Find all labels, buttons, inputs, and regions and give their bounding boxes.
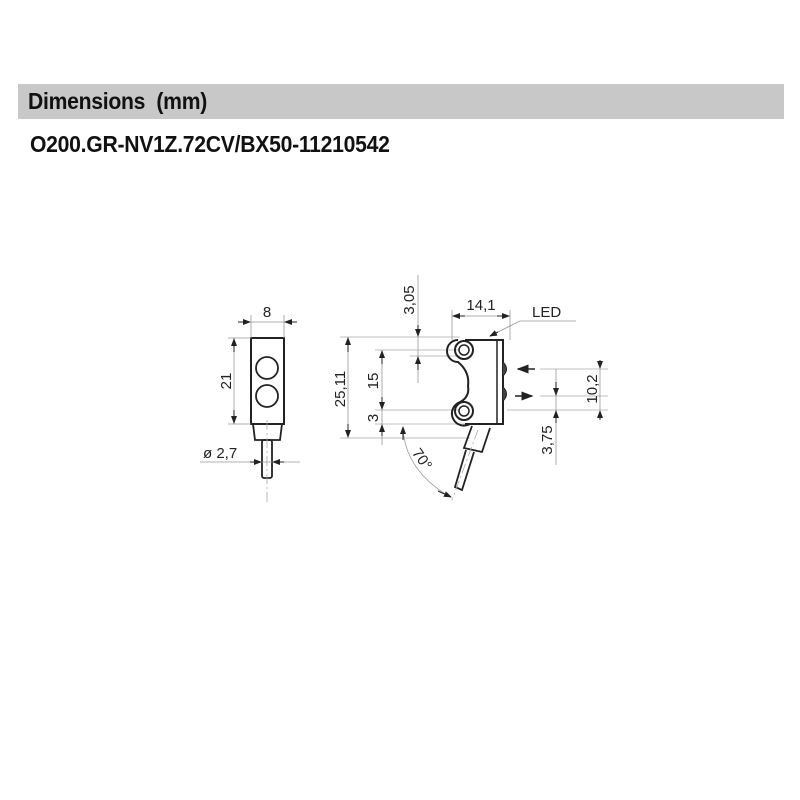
led-label: LED	[532, 304, 561, 321]
model-code: O200.GR-NV1Z.72CV/BX50-11210542	[30, 131, 390, 157]
cable-diameter-label: ø 2,7	[203, 445, 237, 462]
cable-angle-label: 70°	[408, 445, 435, 473]
total-height-label: 25,11	[332, 371, 349, 407]
bottom-offset-label: 3	[365, 414, 382, 422]
side-view: 25,11 15 3 3,05 14,1 LED 10,2	[332, 275, 608, 501]
hole-spacing-label: 15	[365, 373, 382, 390]
front-height-label: 21	[218, 373, 235, 390]
front-width-label: 8	[263, 304, 271, 321]
section-header-bar	[18, 84, 784, 119]
emitter-lens-icon	[255, 356, 279, 380]
mounting-hole-top-icon	[454, 340, 474, 360]
receiver-lens-icon	[255, 384, 279, 408]
optical-offset-label: 3,75	[539, 425, 556, 454]
top-offset-label: 3,05	[401, 285, 418, 314]
depth-label: 14,1	[466, 297, 495, 314]
mounting-hole-bottom-icon	[454, 401, 474, 421]
sensor-front-body	[250, 337, 285, 425]
optical-spacing-label: 10,2	[584, 374, 601, 403]
cable-side	[453, 449, 475, 492]
section-title: Dimensions (mm)	[28, 88, 208, 114]
front-view: 8 21 ø 2,7	[200, 304, 300, 505]
